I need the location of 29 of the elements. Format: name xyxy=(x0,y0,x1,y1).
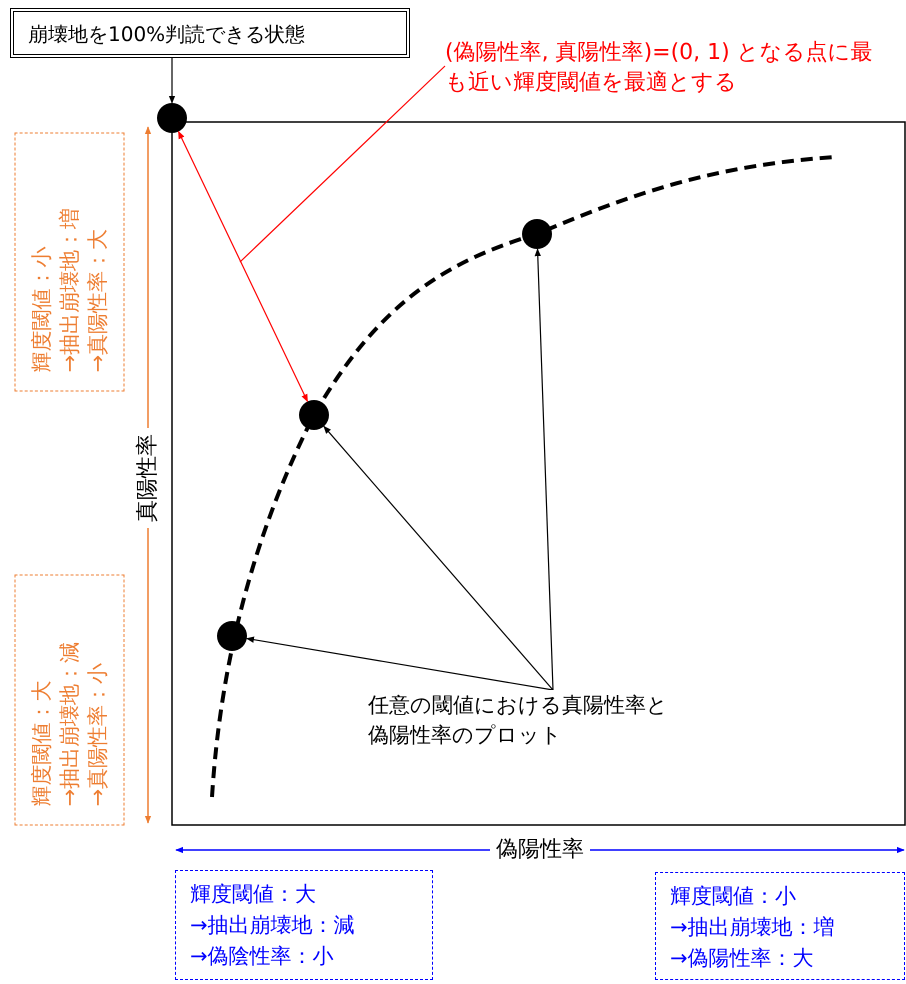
note-text: 輝度閾値：大 xyxy=(28,680,54,806)
note-text: 崩壊地を100%判読できる状態 xyxy=(28,21,306,48)
leader-line xyxy=(240,66,446,262)
note-text: 輝度閾値：大 xyxy=(190,881,317,908)
annotation-text: (偽陽性率, 真陽性率)=(0, 1) となる点に最も近い輝度閾値を最適とする xyxy=(445,38,873,108)
arrow xyxy=(323,426,554,690)
plot-point xyxy=(157,103,187,133)
arrow xyxy=(246,636,554,691)
note-text: →真陽性率：大 xyxy=(84,228,110,372)
note-text: →真陽性率：小 xyxy=(84,662,110,806)
note-text: →抽出崩壊地：増 xyxy=(670,914,836,941)
plot-point xyxy=(217,621,247,651)
note-text: →偽陽性率：大 xyxy=(670,945,815,972)
note-text: →抽出崩壊地：減 xyxy=(190,912,356,939)
plot-point xyxy=(522,219,552,249)
note-text: →抽出崩壊地：減 xyxy=(56,640,82,806)
plot-point xyxy=(299,400,329,430)
arrow xyxy=(178,130,308,402)
note-box xyxy=(175,870,433,980)
note-text: 輝度閾値：小 xyxy=(28,246,54,372)
note-box xyxy=(14,132,124,392)
note-text: 輝度閾値：小 xyxy=(670,883,797,910)
note-box xyxy=(655,872,905,980)
note-box xyxy=(14,574,124,826)
state-box xyxy=(10,8,410,58)
arrow xyxy=(168,58,176,104)
arrow xyxy=(534,248,554,690)
note-text: →抽出崩壊地：増 xyxy=(56,206,82,372)
note-text: →偽陰性率：小 xyxy=(190,943,335,970)
